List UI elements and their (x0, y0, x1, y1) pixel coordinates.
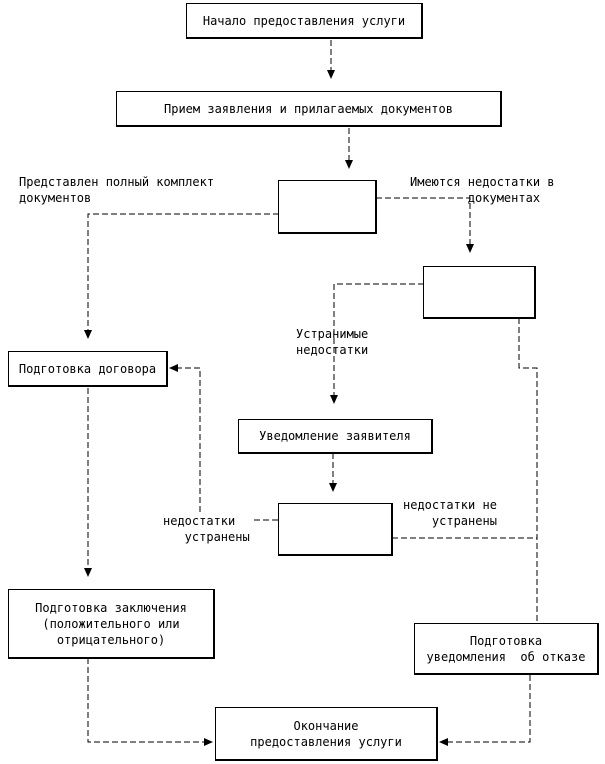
receive-text: Прием заявления и прилагаемых документов (164, 101, 453, 116)
label-full-set: Представлен полный комплект документов (19, 175, 215, 205)
notify-text: Уведомление заявителя (259, 429, 411, 443)
end-text: Окончание предоставления услуги (250, 718, 402, 749)
start-box: Начало предоставления услуги (186, 3, 423, 39)
contract-box: Подготовка договора (8, 351, 168, 387)
decision-box-3 (278, 503, 393, 556)
contract-text: Подготовка договора (18, 361, 157, 376)
conclusion-box: Подготовка заключения (положительного ил… (8, 589, 215, 659)
label-fixed: недостатки устранены (163, 514, 250, 544)
label-not-fixed: недостатки не устранены (403, 498, 497, 528)
refusal-text: Подготовка уведомления об отказе (426, 633, 586, 664)
start-text: Начало предоставления услуги (202, 13, 406, 28)
decision-box-1 (278, 180, 377, 234)
decision-box-2 (423, 266, 536, 319)
label-fixable: Устранимые недостатки (296, 327, 369, 357)
label-has-defects: Имеются недостатки в документах (410, 175, 555, 205)
refusal-box: Подготовка уведомления об отказе (414, 623, 599, 675)
receive-box: Прием заявления и прилагаемых документов (116, 91, 502, 127)
notify-box: Уведомление заявителя (238, 419, 433, 454)
conclusion-text: Подготовка заключения (положительного ил… (35, 600, 187, 647)
end-box: Окончание предоставления услуги (215, 707, 438, 761)
